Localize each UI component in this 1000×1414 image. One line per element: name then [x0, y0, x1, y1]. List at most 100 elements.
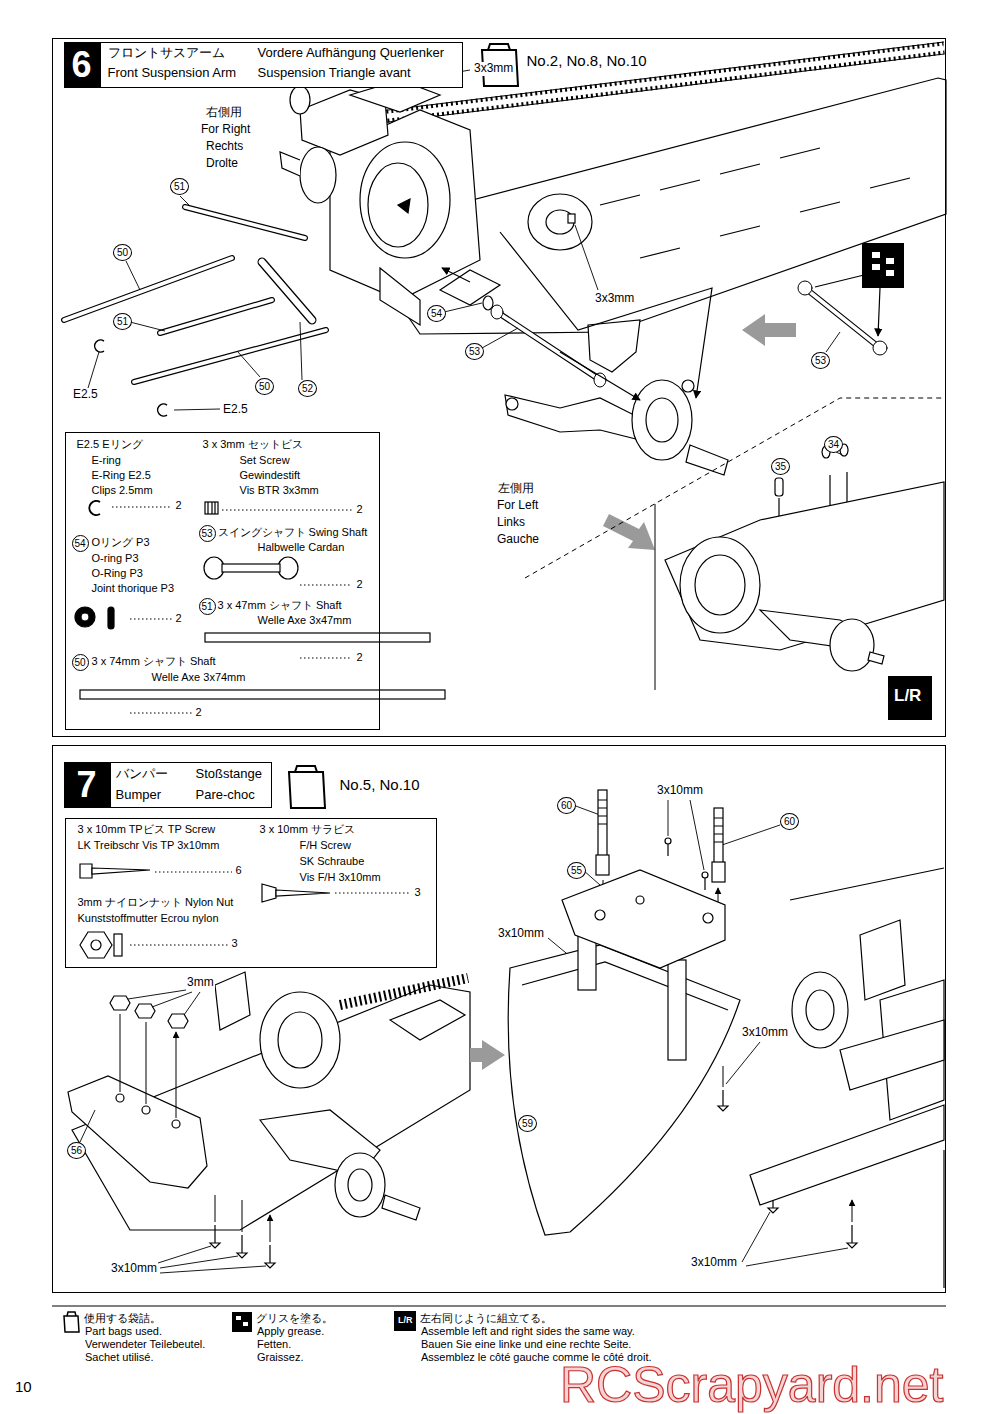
dimension-label: 3x10mm — [656, 784, 704, 798]
front-bulkhead — [368, 163, 428, 247]
step-number: 6 — [64, 42, 100, 88]
dimension-label: Rechts — [205, 140, 244, 154]
step-text: No.5, No.10 — [340, 776, 420, 793]
callout-number: 50 — [255, 378, 274, 395]
shaft — [185, 207, 305, 238]
part-icon — [205, 633, 430, 642]
callout-number: 34 — [824, 436, 843, 453]
step-text: Suspension Triangle avant — [258, 66, 411, 81]
dimension-label: For Right — [200, 123, 251, 137]
bumper-post — [714, 818, 723, 842]
swing-shaft — [491, 281, 887, 387]
callout-number: 53 — [199, 525, 216, 542]
legend-text: Graissez. — [256, 1351, 304, 1364]
direction-arrow — [470, 1040, 505, 1070]
legend-entry: 使用する袋詰。 — [84, 1312, 161, 1325]
legend-text: Bauen Sie eine linke und eine rechte Sei… — [420, 1338, 632, 1351]
step-number-text: 7 — [76, 767, 96, 803]
bag-icon — [295, 766, 317, 772]
shaft — [262, 262, 312, 320]
callout-number: 53 — [465, 343, 484, 360]
front-bulkhead — [290, 86, 310, 114]
step-text: Pare-choc — [196, 788, 255, 803]
drive-belt — [372, 42, 944, 124]
detail-view — [680, 537, 760, 633]
bag-icon — [67, 1312, 76, 1316]
bumper-post — [596, 790, 725, 882]
part-description: Clips 2.5mm — [92, 484, 153, 497]
grease-icon — [232, 1312, 252, 1332]
left-suspension-arm — [646, 398, 678, 442]
car-front — [790, 868, 944, 1288]
left-suspension-arm — [506, 398, 518, 410]
bumper-post — [596, 855, 609, 875]
part-description: 2 — [176, 612, 182, 625]
detail-view — [665, 482, 944, 650]
screw — [210, 1243, 275, 1268]
dimension-label: 3x10mm — [690, 1256, 738, 1270]
part-description: LK Treibschr Vis TP 3x10mm — [78, 839, 220, 852]
callout-number: 51 — [170, 178, 189, 195]
swing-shaft — [805, 288, 880, 348]
assembly-arrow — [442, 232, 847, 540]
screw — [665, 838, 671, 844]
part-description: Halbwelle Cardan — [258, 541, 345, 554]
front-bulkhead — [398, 199, 410, 213]
chassis-plate — [350, 78, 946, 334]
shaft — [262, 262, 312, 320]
dotted-leader — [112, 507, 410, 945]
part-icon — [92, 868, 150, 874]
bumper-foam — [508, 945, 740, 1235]
part-description: スイングシャフト Swing Shaft — [218, 526, 368, 539]
bag-icon — [289, 772, 325, 808]
part-icon — [80, 932, 112, 958]
detail-view — [868, 652, 884, 664]
step-text: Front Suspension Arm — [108, 66, 237, 81]
part-description: SK Schraube — [300, 855, 365, 868]
part-icon — [222, 564, 280, 572]
dimension-label: 3mm — [186, 976, 215, 990]
bag-icon — [64, 1312, 79, 1332]
bag-icon — [482, 44, 518, 86]
front-bulkhead — [360, 142, 450, 258]
bumper-post — [598, 800, 607, 824]
bumper-mount — [668, 960, 686, 1060]
front-bulkhead — [280, 76, 592, 325]
footer-rule — [52, 1306, 946, 1307]
dimension-label: E2.5 — [72, 388, 99, 402]
dimension-label: 3x10mm — [110, 1262, 158, 1276]
step-number: 7 — [64, 762, 110, 808]
bumper-mount — [562, 870, 725, 1060]
nylon-nut — [110, 996, 188, 1028]
step-title: バンパーStoßstangeBumperPare-choc — [110, 762, 272, 808]
swing-shaft — [873, 341, 887, 355]
part-description: F/H Screw — [300, 839, 351, 852]
icon-text: L/R — [892, 686, 923, 706]
bumper-plate — [172, 1120, 180, 1128]
legend-entry: グリスを塗る。 — [256, 1312, 333, 1325]
detail-view — [822, 444, 848, 458]
e-ring — [95, 340, 167, 416]
front-bulkhead — [568, 214, 575, 223]
grease-icon — [815, 275, 880, 336]
part-description: 3 x 10mm TPビス TP Screw — [78, 823, 216, 836]
left-right-icon — [888, 676, 932, 720]
callout-number: 54 — [427, 305, 446, 322]
car-front — [806, 990, 834, 1030]
left-right-icon — [394, 1311, 416, 1331]
swing-shaft — [491, 305, 503, 319]
parts-list: 3 x 10mm TPビス TP Screw LK Treibschr Vis T… — [65, 818, 437, 968]
parts-list: E2.5 EリングE-ringE-Ring E2.5Clips 2.5mm23 … — [65, 432, 380, 730]
legend-text: Apply grease. — [256, 1325, 325, 1338]
callout-number: 59 — [518, 1115, 537, 1132]
part-description: Set Screw — [240, 454, 290, 467]
callout-number: 51 — [199, 598, 216, 615]
front-bulkhead — [546, 210, 574, 234]
left-suspension-arm — [632, 380, 692, 460]
callout-number: 52 — [298, 380, 317, 397]
dimension-label: 3x10mm — [741, 1026, 789, 1040]
bumper-foam — [508, 945, 740, 1235]
shaft — [134, 330, 326, 382]
bumper-post — [714, 808, 723, 870]
